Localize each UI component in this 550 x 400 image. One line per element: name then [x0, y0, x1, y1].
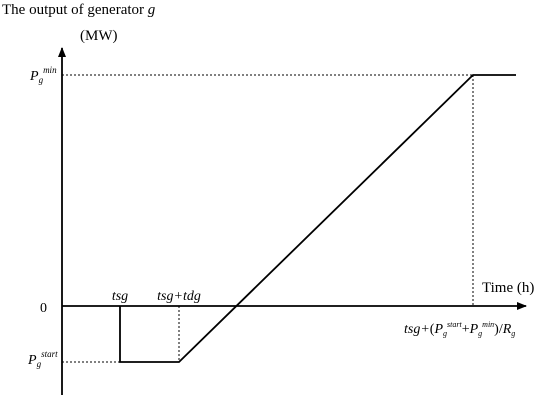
- generator-output-curve: [119, 74, 516, 363]
- y-axis-unit: (MW): [80, 28, 118, 44]
- x-label-tsg-tdg: tsg+tdg: [157, 289, 201, 304]
- x-label-tsg: tsg: [112, 289, 128, 304]
- x-axis-label: Time (h): [482, 280, 534, 296]
- y-label-pmin: Pgmin: [29, 65, 57, 85]
- x-label-end-time: tsg+(Pgstart+Pgmin)/Rg: [404, 320, 515, 338]
- y-label-zero: 0: [40, 301, 47, 316]
- y-axis-title: The output of generator g: [2, 2, 156, 18]
- y-label-pstart: Pgstart: [27, 349, 58, 369]
